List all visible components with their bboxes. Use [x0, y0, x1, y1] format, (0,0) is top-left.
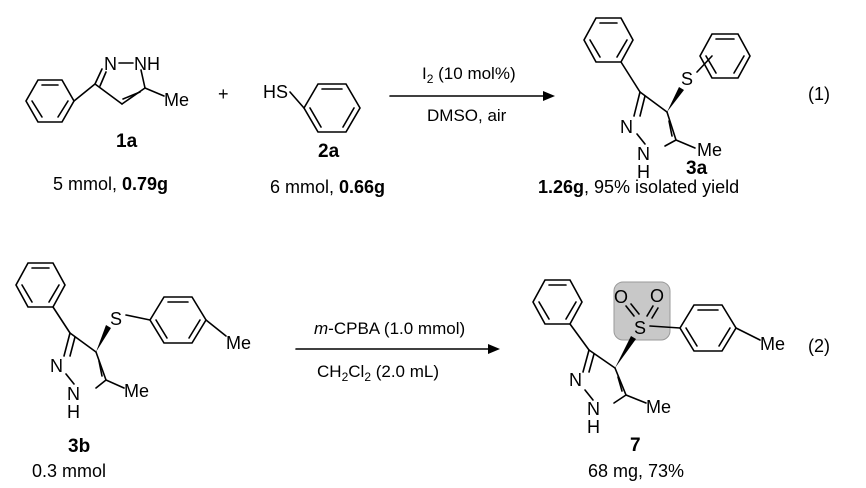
phenyl-ring — [303, 83, 361, 133]
compound-label-3b: 3b — [68, 436, 90, 457]
phenyl-ring — [25, 79, 75, 123]
atom-o: O — [650, 286, 664, 306]
atom-h: H — [637, 162, 650, 182]
atom-s: S — [110, 309, 122, 329]
atom-s: S — [681, 69, 693, 89]
compound-label-7: 7 — [630, 435, 641, 456]
atom-me: Me — [124, 381, 149, 401]
phenyl-ring — [699, 33, 751, 79]
compound-3a-structure: S N N H Me — [583, 17, 751, 182]
atom-hs: HS — [263, 82, 288, 102]
atom-n: N — [50, 356, 63, 376]
atom-me: Me — [646, 397, 671, 417]
compound-2a-amount: 6 mmol, 0.66g — [270, 177, 385, 197]
atom-n: N — [104, 54, 117, 74]
tolyl-ring — [679, 304, 737, 352]
atom-n: N — [587, 399, 600, 419]
atom-n: N — [620, 117, 633, 137]
compound-3a-yield: 1.26g, 95% isolated yield — [538, 177, 739, 197]
atom-n: N — [67, 384, 80, 404]
phenyl-ring — [583, 17, 634, 63]
equation-number-1: (1) — [808, 84, 830, 104]
compound-1a-structure: N NH Me — [25, 54, 189, 123]
compound-1a-amount: 5 mmol, 0.79g — [53, 174, 168, 194]
sulfonyl-highlight — [613, 281, 671, 341]
phenyl-ring — [15, 262, 66, 308]
conditions-1: DMSO, air — [427, 106, 507, 125]
compound-3b-structure: S N N H Me Me — [15, 262, 251, 422]
plus-sign: + — [218, 84, 229, 104]
atom-me: Me — [226, 333, 251, 353]
compound-label-1a: 1a — [116, 131, 138, 152]
compound-label-3a: 3a — [686, 158, 708, 179]
compound-label-2a: 2a — [318, 141, 340, 162]
phenyl-ring — [532, 279, 583, 325]
arrow-head-1 — [543, 91, 555, 101]
atom-h: H — [587, 417, 600, 437]
atom-h: H — [67, 402, 80, 422]
solvent-2: CH2Cl2 (2.0 mL) — [317, 362, 439, 384]
atom-nh: NH — [134, 54, 160, 74]
compound-7-structure: S O O N N H Me Me — [532, 279, 785, 437]
reagent-1: I2 (10 mol%) — [422, 64, 516, 86]
atom-me: Me — [164, 90, 189, 110]
compound-7-result: 68 mg, 73% — [588, 461, 684, 481]
atom-n: N — [637, 144, 650, 164]
atom-n: N — [569, 370, 582, 390]
compound-2a-structure: HS — [263, 82, 361, 133]
compound-3b-amount: 0.3 mmol — [32, 461, 106, 481]
atom-s: S — [634, 318, 646, 338]
reagent-2: m-CPBA (1.0 mmol) — [314, 319, 465, 338]
atom-o: O — [614, 287, 628, 307]
arrow-head-2 — [488, 344, 500, 354]
atom-me: Me — [697, 140, 722, 160]
atom-me: Me — [760, 334, 785, 354]
tolyl-ring — [149, 296, 207, 344]
equation-number-2: (2) — [808, 336, 830, 356]
